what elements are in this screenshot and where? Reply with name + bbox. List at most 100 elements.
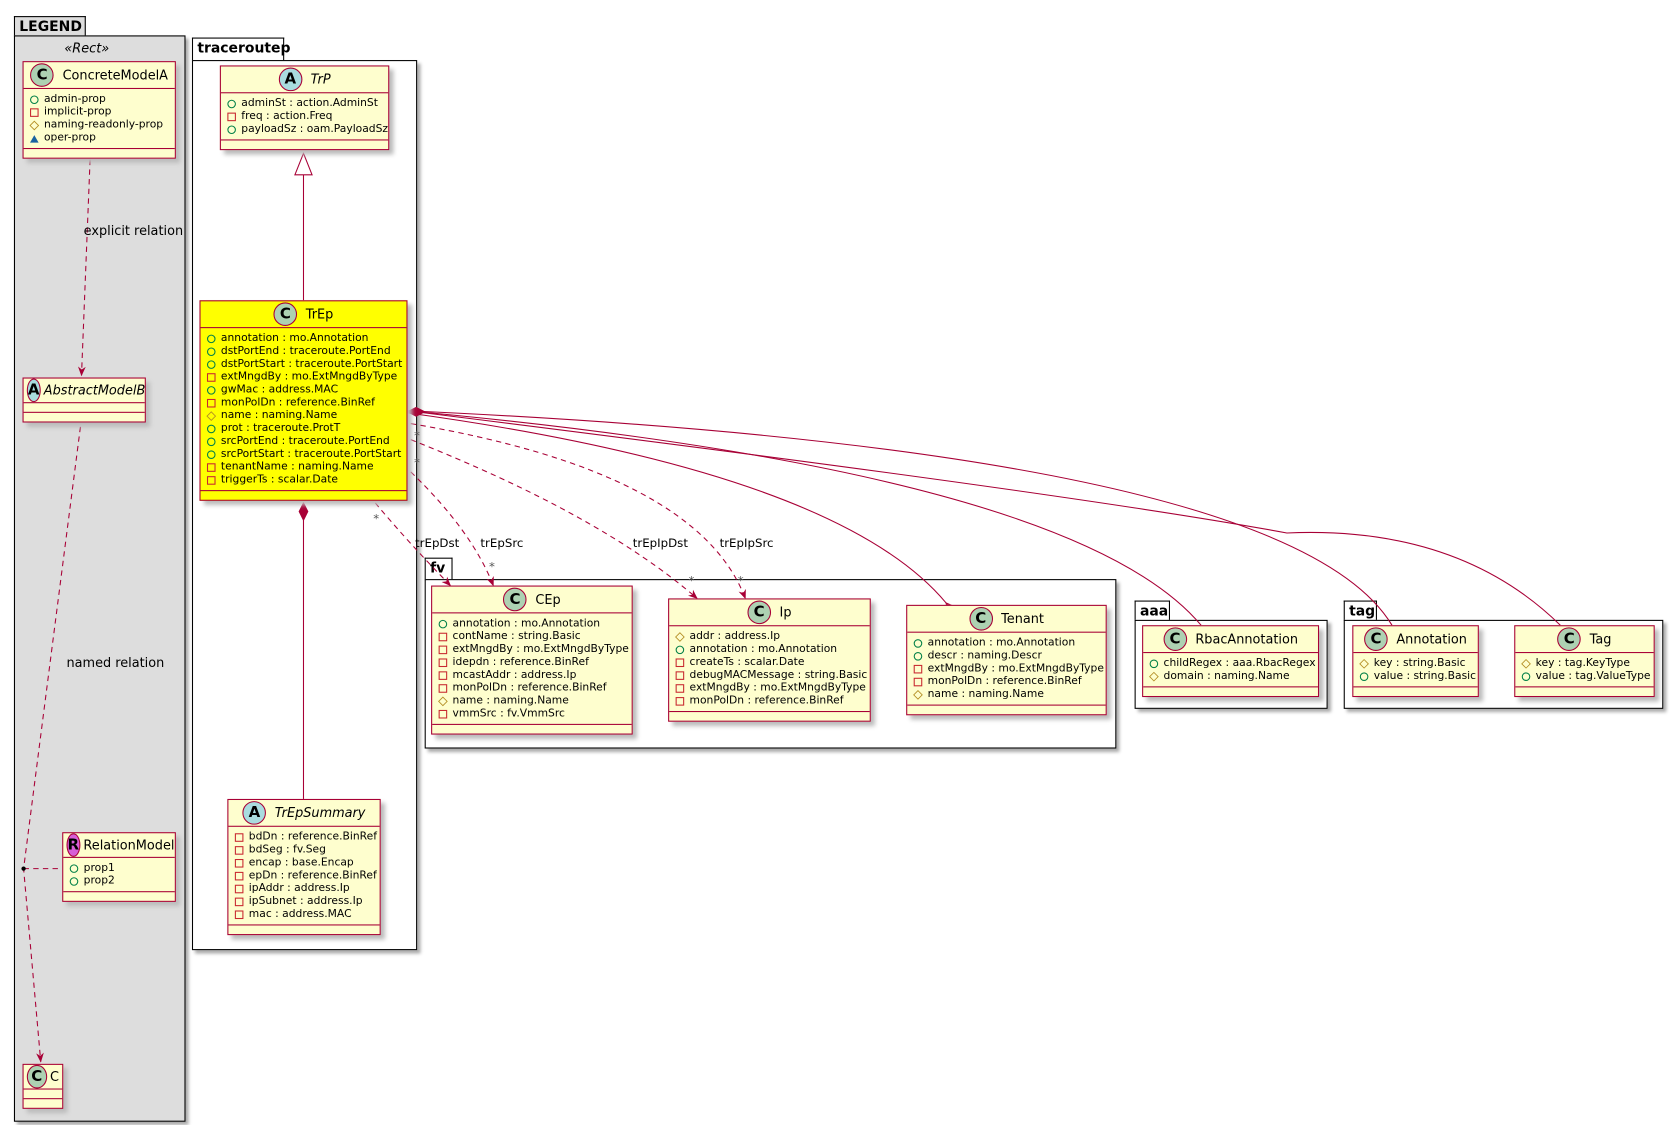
attribute-text: ipSubnet : address.Ip — [248, 895, 363, 908]
attribute: annotation : mo.Annotation — [438, 617, 626, 631]
class-icon: C — [30, 63, 54, 87]
abstract-icon: A — [26, 378, 41, 403]
attribute: monPolDn : reference.BinRef — [438, 682, 626, 695]
private-icon — [234, 910, 244, 920]
public-icon — [1359, 672, 1369, 681]
attribute: prop2 — [69, 875, 169, 888]
class-name: Annotation — [1396, 631, 1467, 647]
attribute: value : string.Basic — [1359, 670, 1476, 683]
private-icon — [234, 884, 244, 894]
attribute: descr : naming.Descr — [913, 649, 1100, 663]
method-compartment — [228, 925, 379, 934]
attribute-text: encap : base.Encap — [248, 856, 354, 869]
public-icon — [913, 652, 923, 661]
attribute-text: monPolDn : reference.BinRef — [452, 682, 607, 694]
attribute: adminSt : action.AdminSt — [227, 98, 381, 111]
attribute-text: srcPortEnd : traceroute.PortEnd — [220, 435, 390, 448]
class-name: ConcreteModelA — [62, 67, 168, 83]
attribute: prop1 — [69, 862, 169, 875]
attribute-text: triggerTs : scalar.Date — [220, 474, 339, 486]
attribute: naming-readonly-prop — [29, 119, 168, 132]
method-compartment — [1515, 687, 1653, 696]
attribute-text: srcPortStart : traceroute.PortStart — [220, 448, 402, 461]
class-icon: C — [273, 302, 298, 327]
attribute: admin-prop — [30, 93, 168, 106]
label-trepipdst: trEpIpDst — [632, 536, 688, 551]
attribute-text: monPolDn : reference.BinRef — [927, 675, 1082, 688]
attribute-text: mac : address.MAC — [248, 908, 352, 921]
attribute: srcPortStart : traceroute.PortStart — [206, 448, 402, 461]
method-compartment — [24, 149, 175, 158]
attribute-text: value : string.Basic — [1373, 670, 1477, 683]
attribute-text: annotation : mo.Annotation — [220, 332, 369, 345]
edge-explicit-relation — [77, 159, 91, 377]
public-icon — [675, 645, 685, 655]
private-icon — [227, 112, 236, 122]
edge-trepipsrc — [410, 423, 746, 600]
package-legend — [13, 35, 186, 1122]
edge-rbacannotation — [407, 410, 1202, 626]
private-icon — [675, 684, 685, 693]
method-compartment — [221, 140, 388, 149]
multiplicity: * — [413, 428, 420, 443]
private-icon — [438, 671, 448, 680]
attribute: idepdn : reference.BinRef — [438, 656, 626, 669]
attribute-text: implicit-prop — [43, 106, 112, 118]
attribute: triggerTs : scalar.Date — [206, 474, 400, 487]
attribute-text: descr : naming.Descr — [927, 649, 1042, 662]
abstract-icon: A — [242, 801, 267, 825]
edge-trepipdst — [410, 439, 698, 600]
attribute-text: prop2 — [83, 875, 115, 887]
attribute: gwMac : address.MAC — [206, 384, 400, 397]
public-icon — [206, 386, 216, 395]
attribute: extMngdBy : mo.ExtMngdByType — [206, 371, 400, 384]
attribute: payloadSz : oam.PayloadSz — [227, 123, 388, 136]
protected-icon — [438, 696, 448, 707]
attribute-text: annotation : mo.Annotation — [452, 617, 601, 630]
attribute: bdSeg : fv.Seg — [234, 844, 373, 857]
public-icon — [227, 99, 236, 109]
edge-tag — [407, 410, 1561, 626]
attribute: extMngdBy : mo.ExtMngdByType — [675, 682, 866, 695]
private-icon — [206, 463, 216, 472]
attribute: key : tag.KeyType — [1521, 657, 1647, 670]
method-compartment — [669, 712, 870, 721]
public-icon — [206, 424, 216, 434]
class-name: AbstractModelB — [43, 382, 146, 398]
attribute: annotation : mo.Annotation — [206, 332, 400, 345]
attribute: monPolDn : reference.BinRef — [913, 675, 1100, 689]
private-icon — [206, 476, 216, 485]
package-tab-fv: fv — [424, 557, 453, 581]
legend-stereotype: «Rect» — [64, 40, 110, 56]
edge-trepdst — [374, 502, 452, 587]
attribute: ipSubnet : address.Ip — [234, 895, 373, 908]
private-icon — [234, 858, 244, 868]
attribute-text: name : naming.Name — [220, 409, 338, 422]
class-icon: C — [968, 606, 993, 631]
public-icon — [1149, 659, 1159, 669]
attribute: name : naming.Name — [913, 688, 1100, 701]
